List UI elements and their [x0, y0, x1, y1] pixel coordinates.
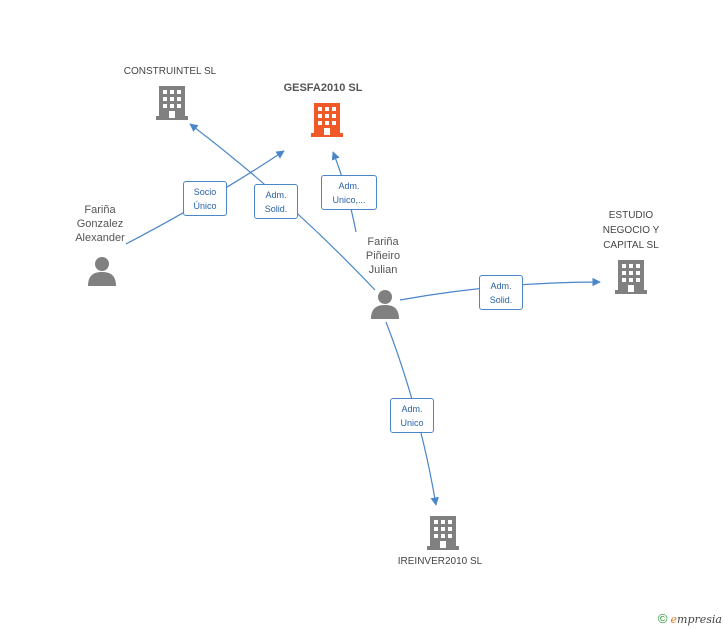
- estudio-label[interactable]: ESTUDIO NEGOCIO Y CAPITAL SL: [602, 210, 660, 251]
- edge-label-adm-solid-construintel: Adm. Solid.: [254, 184, 298, 219]
- edge-label-adm-solid-estudio: Adm. Solid.: [479, 275, 523, 310]
- ireinver-label[interactable]: IREINVER2010 SL: [397, 556, 483, 567]
- brand-e: e: [670, 613, 678, 626]
- gesfa-building-icon[interactable]: [311, 103, 343, 137]
- alexander-person-icon[interactable]: [88, 257, 116, 286]
- construintel-building-icon[interactable]: [156, 86, 188, 120]
- edge-label-adm-unico-ireinver: Adm. Unico: [390, 398, 434, 433]
- julian-label[interactable]: Fariña Piñeiro Julian: [365, 236, 401, 276]
- gesfa-label[interactable]: GESFA2010 SL: [283, 82, 363, 94]
- edge-label-adm-unico-gesfa: Adm. Unico,...: [321, 175, 377, 210]
- edge-label-socio-unico: Socio Único: [183, 181, 227, 216]
- ireinver-building-icon[interactable]: [427, 516, 459, 550]
- construintel-label[interactable]: CONSTRUINTEL SL: [123, 66, 217, 77]
- copyright-icon: ©: [657, 611, 668, 626]
- julian-person-icon[interactable]: [371, 290, 399, 319]
- estudio-building-icon[interactable]: [615, 260, 647, 294]
- footer-brand: © empresia: [658, 611, 722, 626]
- alexander-label[interactable]: Fariña Gonzalez Alexander: [75, 204, 125, 244]
- brand-name: mpresia: [677, 613, 722, 626]
